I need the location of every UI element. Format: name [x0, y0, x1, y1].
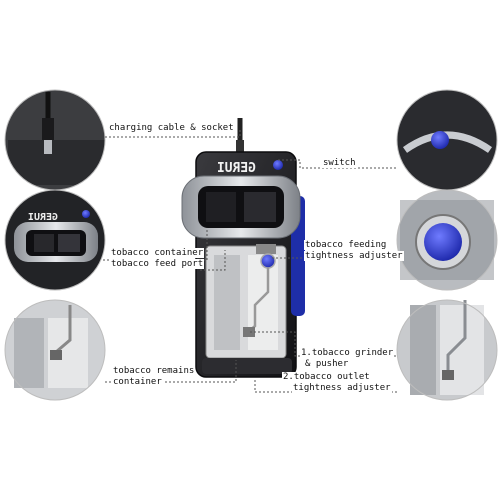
- detail-container: GERUI: [4, 189, 106, 291]
- detail-feeding-adjuster: [396, 189, 498, 291]
- pusher-head: [243, 327, 255, 337]
- label-grinder-line2: & pusher: [304, 359, 350, 369]
- detail-brand: GERUI: [28, 212, 58, 223]
- detail-switch: [396, 89, 498, 191]
- detail-charging-socket: [4, 89, 108, 191]
- leader-container: [103, 230, 208, 261]
- label-outlet-line1: 2.tobacco outlet: [282, 372, 371, 382]
- label-grinder-line1: 1.tobacco grinder: [300, 348, 395, 358]
- device-switch: [273, 160, 283, 170]
- hopper-inner-right: [244, 192, 276, 222]
- hopper-inner-left: [206, 192, 236, 222]
- detail-remains-container: [4, 299, 106, 401]
- label-container-line2: tobacco feed port: [110, 259, 205, 269]
- feeding-adjuster-knob: [260, 253, 276, 269]
- detail-outlet-adjuster: [396, 299, 498, 401]
- label-outlet-line2: tightness adjuster: [292, 383, 392, 393]
- leader-switch: [278, 159, 398, 169]
- label-feeding-line1: tobacco feeding: [304, 240, 388, 250]
- leader-charging: [105, 128, 241, 138]
- label-switch: switch: [322, 158, 357, 168]
- leader-remains: [105, 360, 237, 383]
- label-charging: charging cable & socket: [108, 123, 235, 133]
- leader-feed-port: [200, 250, 226, 271]
- chamber-left: [214, 255, 240, 350]
- cable-plug: [236, 140, 244, 154]
- label-feeding-line2: tightness adjuster: [304, 251, 404, 261]
- feed-port-clip: [256, 244, 276, 254]
- device-base: [202, 358, 292, 374]
- label-remains-line2: container: [112, 377, 163, 387]
- device-brand: GERUI: [217, 161, 256, 176]
- label-container-line1: tobacco container: [110, 248, 205, 258]
- label-remains-line1: tobacco remains: [112, 366, 196, 376]
- device-main: GERUI: [181, 118, 305, 378]
- leader-outlet: [254, 380, 398, 393]
